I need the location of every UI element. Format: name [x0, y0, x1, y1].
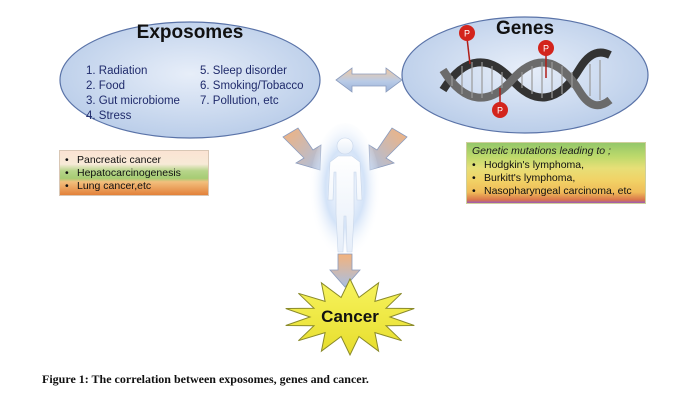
cancer-item: Nasopharyngeal carcinoma, etc — [472, 185, 645, 198]
exposome-item: 7. Pollution, etc — [200, 95, 279, 107]
human-body-icon — [327, 137, 363, 253]
cancer-label: Cancer — [321, 307, 379, 326]
phosphate-label: P — [543, 44, 549, 54]
phosphate-marker-1 — [459, 25, 475, 65]
exposome-item: 1. Radiation — [86, 65, 148, 77]
cancer-item: Burkitt's lymphoma, — [472, 172, 645, 185]
gene-cancers-heading: Genetic mutations leading to ; — [472, 145, 611, 157]
exposomes-list-col1: 1. Radiation 2. Food 3. Gut microbiome 4… — [86, 64, 180, 124]
figure-caption: Figure 1: The correlation between exposo… — [42, 372, 369, 386]
phosphate-label: P — [464, 29, 470, 39]
exposome-item: 5. Sleep disorder — [200, 65, 287, 77]
exposomes-title: Exposomes — [136, 22, 244, 43]
cancer-item: Hepatocarcinogenesis — [65, 167, 208, 180]
body-to-cancer-arrow — [329, 253, 361, 288]
genes-title: Genes — [495, 18, 555, 39]
exposome-item: 3. Gut microbiome — [86, 95, 180, 107]
dna-helix-icon — [439, 48, 613, 110]
cancer-item: Hodgkin's lymphoma, — [472, 159, 645, 172]
bidirectional-arrow — [335, 67, 403, 93]
exposome-item: 2. Food — [86, 80, 125, 92]
phosphate-marker-2 — [538, 40, 554, 78]
gene-cancers-list: Hodgkin's lymphoma, Burkitt's lymphoma, … — [467, 158, 645, 198]
exposome-cancers-list: Pancreatic cancer Hepatocarcinogenesis L… — [60, 151, 208, 193]
exposome-cancers-box: Pancreatic cancer Hepatocarcinogenesis L… — [59, 150, 209, 196]
exposome-item: 4. Stress — [86, 110, 132, 122]
exposome-item: 6. Smoking/Tobacco — [200, 80, 304, 92]
exposomes-ellipse — [59, 21, 321, 139]
exposomes-list-col2: 5. Sleep disorder 6. Smoking/Tobacco 7. … — [200, 64, 304, 109]
cancer-starburst — [285, 277, 415, 357]
cancer-item: Lung cancer,etc — [65, 180, 208, 193]
gene-cancers-box: Genetic mutations leading to ; Hodgkin's… — [466, 142, 646, 204]
phosphate-marker-3 — [492, 88, 508, 118]
phosphate-label: P — [497, 106, 503, 116]
cancer-item: Pancreatic cancer — [65, 154, 208, 167]
